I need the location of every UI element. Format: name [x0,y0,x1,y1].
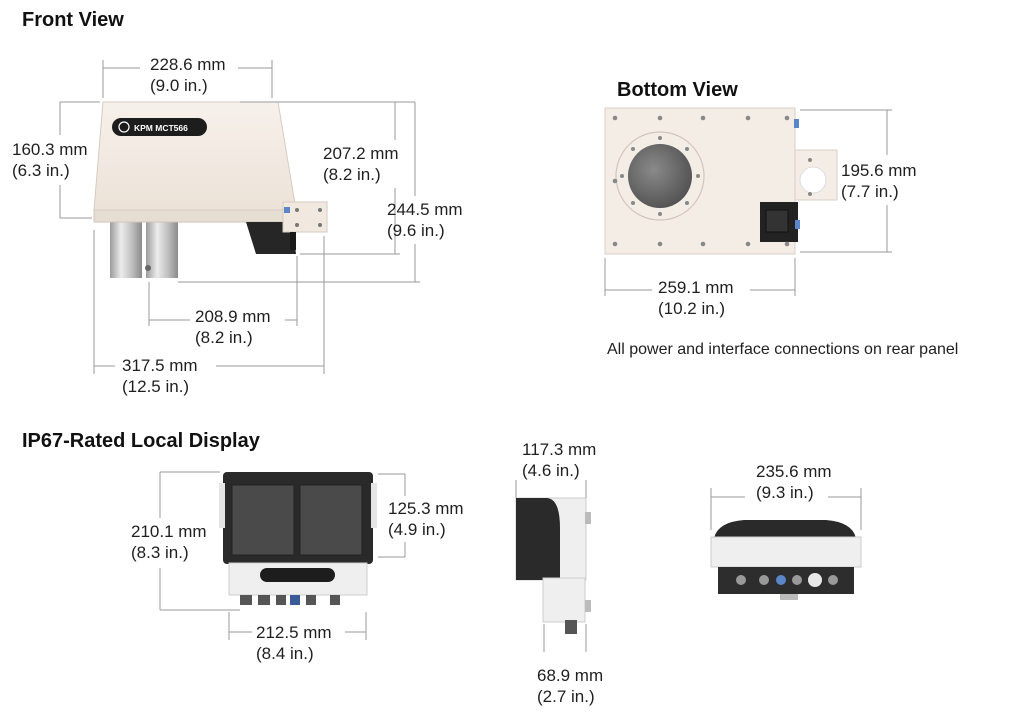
display-side-drawing [515,497,591,634]
brand-logo-icon [118,121,130,133]
display-dimension-lines [159,471,406,640]
front-base-plate [93,209,293,223]
display-glands [240,595,340,605]
bracket-hole [799,166,827,194]
front-total-height-label: 244.5 mm(9.6 in.) [387,200,463,240]
side-dimension-lines [515,480,587,652]
display-side-cover [516,498,560,580]
rear-dimension-lines [710,488,862,530]
rear-panel-note: All power and interface connections on r… [607,341,959,358]
bracket-bolt-blue [284,207,290,213]
pipe-bolt [145,265,151,271]
display-total-height-label: 210.1 mm(8.3 in.) [131,522,207,562]
brand-logo-text: KPM MCT566 [134,123,188,133]
screen-right [299,484,363,556]
front-width-label: 228.6 mm(9.0 in.) [150,55,226,95]
rear-top-cover [714,520,856,538]
screen-left [231,484,295,556]
window-flange [615,131,705,221]
bottom-view-drawing [604,107,838,255]
front-view-title: Front View [22,9,124,31]
pipe-left [110,220,142,278]
pipe-right [146,220,178,278]
display-rear-drawing [710,520,862,600]
display-front-drawing [219,472,377,605]
local-display-title: IP67-Rated Local Display [22,430,260,452]
bottom-depth-label: 195.6 mm(7.7 in.) [841,161,917,201]
front-overall-width-label: 317.5 mm(12.5 in.) [122,356,198,396]
optical-window [628,144,692,208]
front-pipe-bracket-label: 208.9 mm(8.2 in.) [195,307,271,347]
front-body-height-label: 160.3 mm(6.3 in.) [12,140,88,180]
display-rear-width-label: 235.6 mm(9.3 in.) [756,462,832,502]
front-bracket-height-label: 207.2 mm(8.2 in.) [323,144,399,184]
display-side-bottom-label: 68.9 mm(2.7 in.) [537,666,604,706]
bottom-dimension-lines [604,109,892,296]
display-logo-badge [260,568,335,582]
front-dimension-lines [59,60,420,374]
display-width-label: 212.5 mm(8.4 in.) [256,623,332,663]
front-bracket [282,201,328,233]
front-view-drawing: KPM MCT566 [93,101,328,278]
bottom-view-title: Bottom View [617,79,738,101]
display-screen-height-label: 125.3 mm(4.9 in.) [388,499,464,539]
display-side-depth-label: 117.3 mm(4.6 in.) [522,440,597,480]
bottom-length-label: 259.1 mm(10.2 in.) [658,278,734,318]
brand-badge [112,118,207,136]
